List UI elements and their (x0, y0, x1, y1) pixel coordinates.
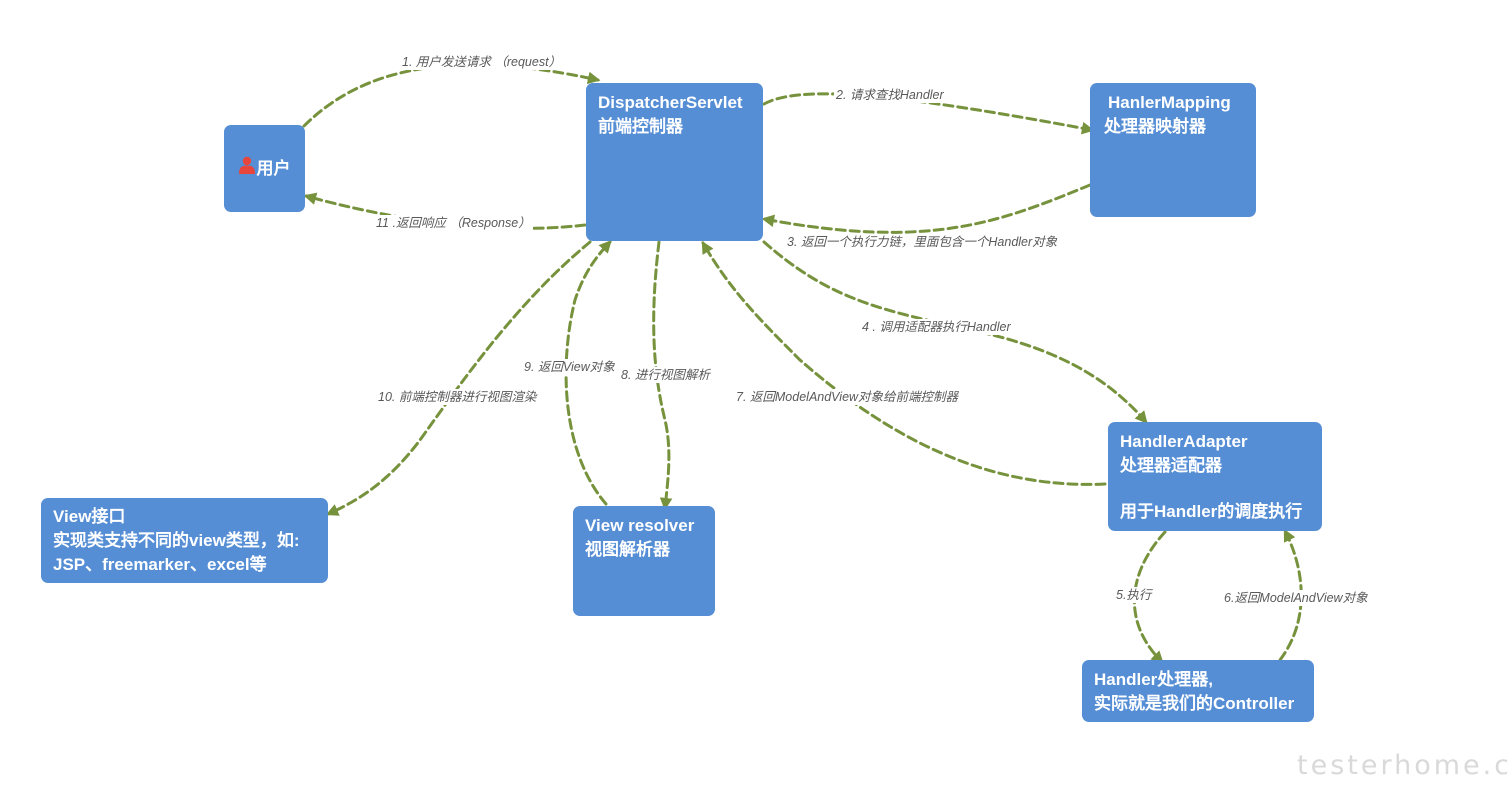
edge-label-9: 9. 返回View对象 (522, 359, 617, 375)
handler-controller-node[interactable]: Handler处理器, 实际就是我们的Controller (1082, 660, 1314, 722)
mapping-subtitle: 处理器映射器 (1104, 117, 1206, 136)
adapter-title: HandlerAdapter (1120, 432, 1248, 451)
edge-label-5: 5.执行 (1114, 587, 1154, 603)
adapter-subtitle: 处理器适配器 (1120, 456, 1222, 475)
arrow-1-request (302, 63, 601, 128)
dispatcher-servlet-node[interactable]: DispatcherServlet 前端控制器 (586, 83, 763, 241)
edge-label-1: 1. 用户发送请求 （request） (400, 54, 564, 70)
handler-line1: Handler处理器, (1094, 670, 1214, 689)
view-line2: 实现类支持不同的view类型，如: (53, 531, 300, 550)
watermark-text: testerhome.com (1297, 750, 1507, 781)
view-interface-node[interactable]: View接口 实现类支持不同的view类型，如: JSP、freemarker、… (41, 498, 328, 583)
view-resolver-title: View resolver (585, 516, 695, 535)
arrow-8-resolve-view (652, 240, 673, 511)
arrow-10-render-view (325, 240, 592, 516)
edge-label-6: 6.返回ModelAndView对象 (1222, 590, 1370, 606)
handler-adapter-node[interactable]: HandlerAdapter 处理器适配器 用于Handler的调度执行 (1108, 422, 1322, 531)
edge-label-10: 10. 前端控制器进行视图渲染 (376, 389, 539, 405)
handler-line2: 实际就是我们的Controller (1094, 694, 1295, 713)
user-node[interactable]: 用户 (224, 125, 305, 212)
arrow-3-return-chain (761, 183, 1092, 234)
edge-label-11: 11 .返回响应 （Response） (374, 215, 533, 231)
edge-label-2: 2. 请求查找Handler (834, 87, 946, 103)
edge-label-7: 7. 返回ModelAndView对象给前端控制器 (734, 389, 961, 405)
arrow-7-mav-to-dispatcher (701, 240, 1107, 486)
edge-label-8: 8. 进行视图解析 (619, 367, 712, 383)
handler-mapping-node[interactable]: HanlerMapping 处理器映射器 (1090, 83, 1256, 217)
adapter-spacer (1120, 478, 1310, 500)
person-icon (238, 156, 255, 181)
adapter-description: 用于Handler的调度执行 (1120, 502, 1303, 521)
view-resolver-node[interactable]: View resolver 视图解析器 (573, 506, 715, 616)
arrow-9-return-view (564, 240, 612, 506)
view-resolver-subtitle: 视图解析器 (585, 540, 670, 559)
dispatcher-subtitle: 前端控制器 (598, 117, 683, 136)
view-line1: View接口 (53, 507, 126, 526)
dispatcher-title: DispatcherServlet (598, 93, 743, 112)
view-line3: JSP、freemarker、excel等 (53, 555, 267, 574)
mapping-title: HanlerMapping (1108, 93, 1231, 112)
user-label: 用户 (256, 158, 291, 178)
edge-label-4: 4 . 调用适配器执行Handler (860, 319, 1013, 335)
edge-label-3: 3. 返回一个执行力链，里面包含一个Handler对象 (785, 234, 1060, 250)
